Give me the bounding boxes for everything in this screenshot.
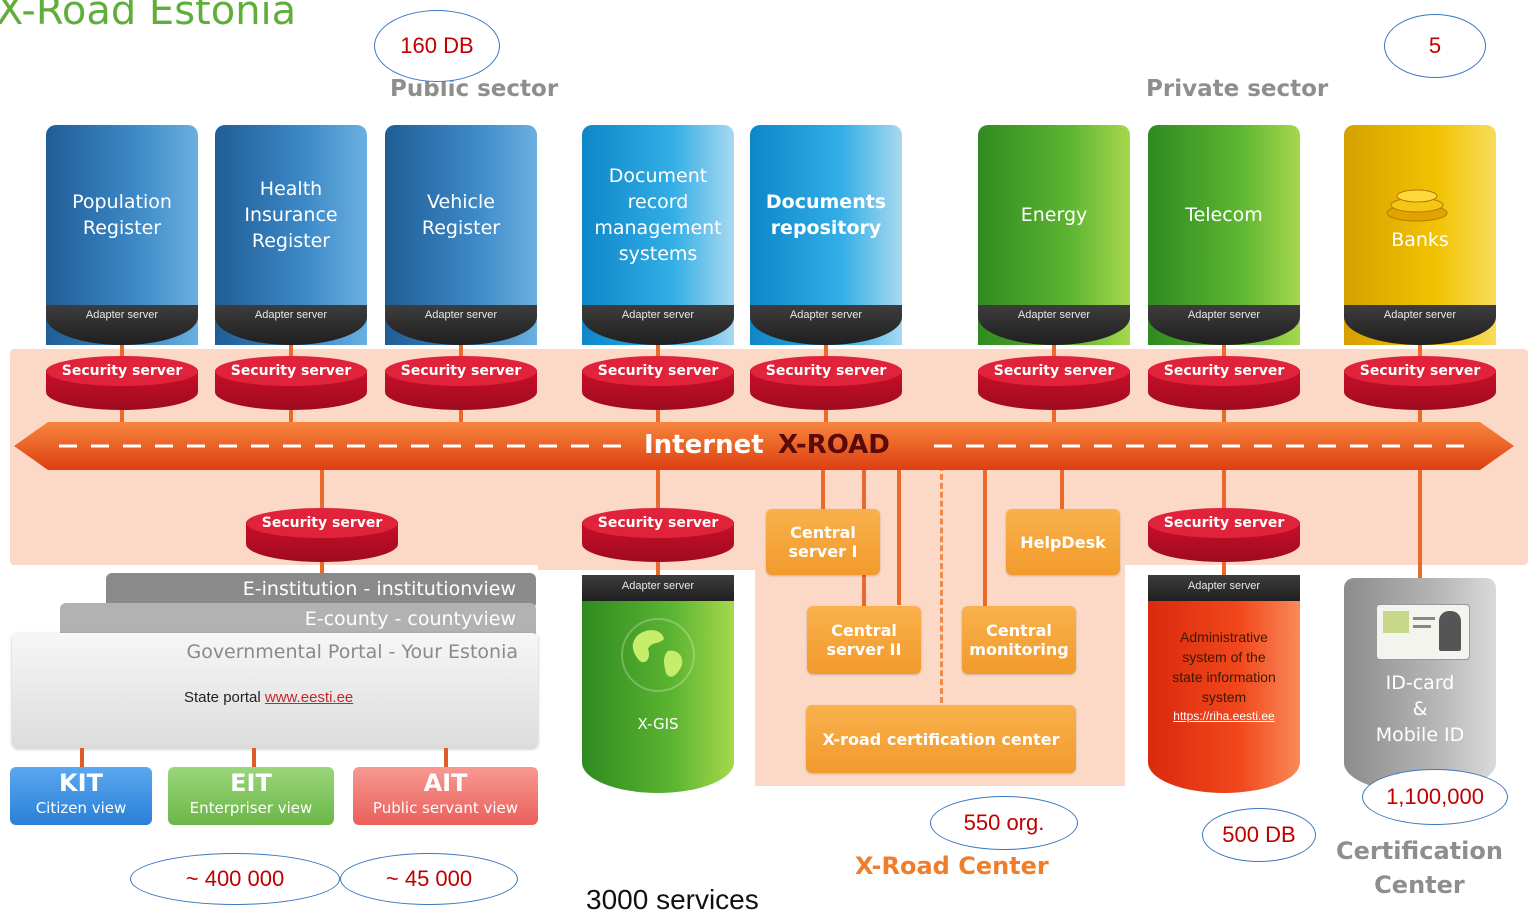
banks-db: Banks Adapter server (1344, 125, 1496, 345)
population-register-db: Population Register Adapter server (46, 125, 198, 345)
connector-line (897, 460, 901, 605)
callout-orgs: 550 org. (930, 796, 1078, 850)
security-server: Security server (582, 508, 734, 563)
callout-public-db: 160 DB (374, 10, 500, 82)
telecom-db: Telecom Adapter server (1148, 125, 1300, 345)
adapter-server: Adapter server (1344, 305, 1496, 345)
connector-line (821, 460, 825, 512)
globe-icon (618, 615, 698, 695)
callout-private: 5 (1384, 14, 1486, 78)
callout-servants: ~ 45 000 (340, 853, 518, 905)
adapter-server: Adapter server (750, 305, 902, 345)
security-server: Security server (1148, 508, 1300, 563)
central-monitoring: Central monitoring (962, 606, 1076, 674)
security-server: Security server (582, 356, 734, 411)
xgis-label: X-GIS (637, 715, 679, 733)
xroad-label: X-ROAD (778, 430, 890, 460)
coins-icon (1382, 183, 1452, 223)
security-server: Security server (750, 356, 902, 411)
eit-enterpriser-view: EIT Enterpriser view (168, 767, 334, 825)
connector-line (1418, 460, 1422, 620)
security-server: Security server (1148, 356, 1300, 411)
idcard-label: ID-card & Mobile ID (1375, 672, 1465, 746)
kit-abbr: KIT (59, 769, 103, 797)
db-label: Population Register (72, 191, 172, 239)
connector-line (80, 748, 84, 768)
callout-riha-db: 500 DB (1202, 808, 1316, 862)
internet-label: Internet (644, 430, 764, 460)
dotted-divider (940, 465, 943, 703)
band-connector (538, 560, 756, 570)
adapter-server: Adapter server (215, 305, 367, 345)
energy-db: Energy Adapter server (978, 125, 1130, 345)
connector-line (444, 748, 448, 768)
certification-center-caption: Certification Center (1336, 837, 1503, 899)
security-server: Security server (215, 356, 367, 411)
connector-line (983, 460, 987, 608)
page-title: X-Road Estonia (0, 0, 297, 34)
db-label: Document record management systems (594, 165, 722, 265)
security-server: Security server (1344, 356, 1496, 411)
document-record-management-db: Document record management systems Adapt… (582, 125, 734, 345)
private-sector-heading: Private sector (1146, 76, 1329, 102)
state-portal-line: State portal www.eesti.ee (184, 689, 353, 706)
security-server: Security server (246, 508, 398, 563)
ait-abbr: AIT (423, 769, 468, 797)
governmental-portal-title: Governmental Portal - Your Estonia (186, 641, 518, 663)
security-server: Security server (46, 356, 198, 411)
adapter-server: Adapter server (582, 305, 734, 345)
callout-idcards: 1,100,000 (1362, 769, 1508, 825)
db-label: Energy (1020, 204, 1088, 226)
xroad-backbone-arrow (14, 422, 1514, 470)
db-label: Banks (1391, 229, 1449, 251)
ait-label: Public servant view (372, 799, 519, 817)
adapter-server: Adapter server (1148, 305, 1300, 345)
callout-citizens: ~ 400 000 (130, 853, 340, 905)
xgis-db: Adapter server X-GIS (582, 575, 734, 793)
riha-link[interactable]: https://riha.eesti.ee (1173, 709, 1275, 723)
adapter-server: Adapter server (978, 305, 1130, 345)
adapter-server: Adapter server (1148, 575, 1300, 601)
central-server-1: Central server I (766, 509, 880, 575)
xroad-center-caption: X-Road Center (855, 852, 1049, 880)
db-label: Telecom (1185, 204, 1263, 226)
idcard-db: ID-card & Mobile ID (1344, 578, 1496, 793)
vehicle-register-db: Vehicle Register Adapter server (385, 125, 537, 345)
eit-label: Enterpriser view (189, 799, 313, 817)
xroad-certification-center: X-road certification center (806, 705, 1076, 773)
eit-abbr: EIT (230, 769, 272, 797)
db-label: Health Insurance Register (244, 178, 338, 252)
connector-line (252, 748, 256, 768)
security-server: Security server (978, 356, 1130, 411)
kit-citizen-view: KIT Citizen view (10, 767, 152, 825)
health-insurance-register-db: Health Insurance Register Adapter server (215, 125, 367, 345)
kit-label: Citizen view (35, 799, 127, 817)
documents-repository-db: Documents repository Adapter server (750, 125, 902, 345)
helpdesk: HelpDesk (1006, 509, 1120, 575)
adapter-server: Adapter server (46, 305, 198, 345)
central-server-2: Central server II (807, 606, 921, 674)
riha-label: Administrative system of the state infor… (1172, 629, 1276, 705)
db-label: Vehicle Register (421, 191, 501, 239)
adapter-server: Adapter server (385, 305, 537, 345)
state-portal-link[interactable]: www.eesti.ee (264, 689, 354, 706)
adapter-server: Adapter server (582, 575, 734, 601)
security-server: Security server (385, 356, 537, 411)
governmental-portal: Governmental Portal - Your Estonia State… (12, 633, 538, 748)
id-card-icon (1376, 604, 1470, 660)
riha-db: Adapter server Administrative system of … (1148, 575, 1300, 793)
state-portal-text: State portal (184, 689, 261, 706)
connector-line (1060, 460, 1064, 510)
ait-public-servant-view: AIT Public servant view (353, 767, 538, 825)
db-label: Documents repository (765, 191, 887, 239)
services-caption: 3000 services (586, 884, 759, 915)
